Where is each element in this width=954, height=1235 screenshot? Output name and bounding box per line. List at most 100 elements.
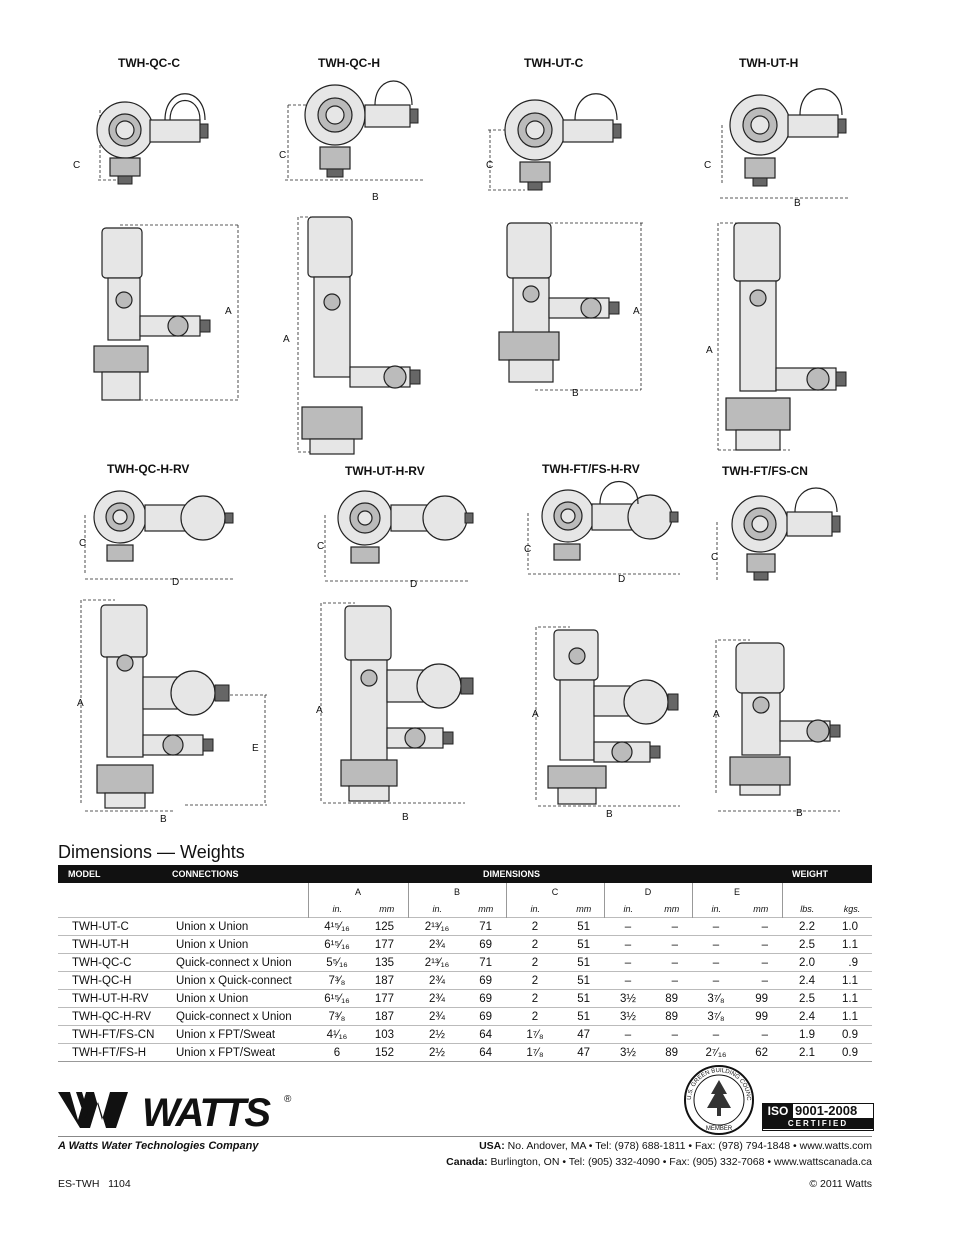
dim-label-b: B [372, 192, 379, 203]
table-cell-c-mm: 51 [564, 1007, 604, 1026]
table-cell-b-mm: 69 [466, 989, 506, 1008]
header-model: MODEL [58, 865, 162, 883]
table-cell-e-mm: 62 [740, 1043, 782, 1062]
table-cell-b-in: 2¾ [408, 1007, 466, 1026]
table-cell-d-in: – [604, 917, 652, 936]
top-view-drawing [716, 487, 841, 582]
group-b: B [407, 883, 506, 900]
table-cell-model: TWH-UT-H-RV [58, 989, 162, 1008]
table-cell-e-in: – [692, 971, 740, 990]
dim-label-a: A [532, 709, 539, 720]
table-cell-b-in: 2¾ [408, 971, 466, 990]
iso-label: ISO [763, 1104, 793, 1118]
diagram-label: TWH-UT-H-RV [345, 464, 425, 478]
table-cell-d-mm: – [652, 953, 692, 972]
table-cell-a-in: 6 [308, 1043, 366, 1062]
dim-label-b: B [796, 808, 803, 819]
side-view-drawing [717, 222, 847, 451]
table-cell-e-in: – [692, 917, 740, 936]
table-cell-a-in: 4¹⁵⁄₁₆ [308, 917, 366, 936]
dim-label-c: C [711, 552, 719, 563]
top-view-drawing [324, 490, 474, 582]
table-cell-d-in: – [604, 935, 652, 954]
table-cell-kgs: 1.1 [832, 1007, 872, 1026]
table-cell-c-mm: 51 [564, 935, 604, 954]
table-cell-d-mm: 89 [652, 1043, 692, 1062]
table-cell-e-in: – [692, 935, 740, 954]
dimensions-weights-table: MODEL CONNECTIONS DIMENSIONS WEIGHT A B … [58, 865, 872, 1062]
table-cell-kgs: 1.0 [832, 917, 872, 936]
dim-label-a: A [77, 698, 84, 709]
dim-label-e: E [252, 743, 259, 754]
unit-lbs: lbs. [781, 900, 832, 918]
table-cell-lbs: 2.5 [782, 989, 832, 1008]
side-view-drawing [715, 639, 841, 812]
table-cell-conn: Union x Union [162, 917, 308, 936]
table-cell-conn: Union x Quick-connect [162, 971, 308, 990]
table-cell-e-mm: 99 [740, 1007, 782, 1026]
table-cell-kgs: 1.1 [832, 989, 872, 1008]
top-view-drawing [488, 93, 622, 191]
side-view-drawing [297, 216, 421, 455]
table-cell-c-mm: 51 [564, 971, 604, 990]
table-cell-b-in: 2¹³⁄₁₆ [408, 953, 466, 972]
table-cell-c-in: 2 [506, 989, 564, 1008]
unit-row: in.mm in.mm in.mm in.mm in.mm lbs.kgs. [58, 900, 872, 918]
table-cell-lbs: 2.0 [782, 953, 832, 972]
table-title: Dimensions — Weights [58, 842, 245, 862]
side-view-drawing [93, 224, 240, 401]
unit-mm: mm [753, 903, 769, 914]
usa-text: No. Andover, MA • Tel: (978) 688-1811 • … [507, 1140, 872, 1152]
unit-in: in. [407, 900, 466, 918]
table-cell-lbs: 2.5 [782, 935, 832, 954]
dim-label-a: A [283, 334, 290, 345]
table-cell-a-in: 5⁵⁄₁₆ [308, 953, 366, 972]
table-cell-b-mm: 64 [466, 1043, 506, 1062]
table-cell-b-mm: 64 [466, 1025, 506, 1044]
table-cell-d-in: – [604, 953, 652, 972]
dim-label-b: B [572, 388, 579, 399]
table-cell-d-mm: – [652, 935, 692, 954]
table-cell-model: TWH-FT/FS-H [58, 1043, 162, 1062]
table-cell-kgs: 1.1 [832, 971, 872, 990]
table-cell-conn: Quick-connect x Union [162, 1007, 308, 1026]
unit-mm: mm [576, 903, 592, 914]
diagram-label: TWH-FT/FS-CN [722, 464, 808, 478]
table-cell-c-in: 2 [506, 935, 564, 954]
table-cell-conn: Union x FPT/Sweat [162, 1043, 308, 1062]
table-cell-c-mm: 51 [564, 917, 604, 936]
footer-divider [58, 1136, 872, 1137]
table-cell-c-in: 1⁷⁄₈ [506, 1025, 564, 1044]
dim-label-a: A [633, 306, 640, 317]
table-cell-a-in: 4¹⁄₁₆ [308, 1025, 366, 1044]
dim-label-c: C [79, 538, 87, 549]
usgbc-member-badge: U.S. GREEN BUILDING COUNCIL MEMBER [681, 1060, 754, 1135]
canada-label: Canada: [446, 1156, 488, 1168]
copyright: © 2011 Watts [809, 1178, 872, 1190]
dim-label-b: B [160, 814, 167, 825]
header-connections: CONNECTIONS [162, 865, 308, 883]
dim-label-c: C [317, 541, 325, 552]
dim-label-c: C [524, 544, 532, 555]
dim-label-d: D [618, 574, 626, 585]
table-cell-kgs: .9 [832, 953, 872, 972]
watts-logo: WATTS ® [58, 1091, 292, 1135]
table-cell-kgs: 1.1 [832, 935, 872, 954]
table-cell-e-mm: – [740, 1025, 782, 1044]
table-cell-conn: Union x Union [162, 935, 308, 954]
table-cell-a-in: 6¹⁵⁄₁₆ [308, 989, 366, 1008]
unit-mm: mm [478, 903, 494, 914]
table-cell-b-in: 2¾ [408, 989, 466, 1008]
canada-contact: Canada: Burlington, ON • Tel: (905) 332-… [446, 1156, 872, 1168]
group-c: C [505, 883, 604, 900]
table-cell-b-in: 2½ [408, 1043, 466, 1062]
table-cell-e-in: – [692, 953, 740, 972]
dim-label-c: C [73, 160, 81, 171]
side-view-drawing [498, 222, 643, 391]
